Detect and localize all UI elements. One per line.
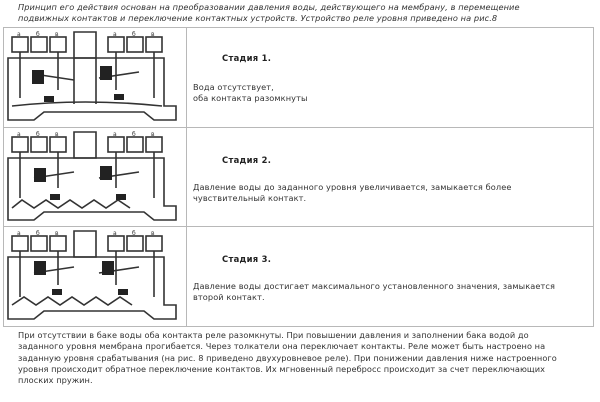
stage-row-1: а б в а б в Стадия 1. Вода отсутствует, … [4, 28, 593, 128]
footer-line-5: плоских пружин. [18, 375, 93, 386]
terminal-label: б [132, 230, 136, 237]
terminal-label: б [36, 31, 40, 38]
footer-paragraph: При отсутствии в баке воды оба контакта … [18, 330, 590, 386]
intro-line-1: Принцип его действия основан на преобраз… [18, 2, 520, 12]
terminal-label: б [36, 131, 40, 138]
relay-diagram-stage-2: а б в а б в [4, 128, 187, 226]
terminal-label: в [151, 31, 155, 38]
relay-diagram-icon: а б в а б в [7, 230, 177, 320]
terminal-label: а [113, 131, 117, 138]
stage-title: Стадия 1. [222, 53, 272, 63]
terminal-label: б [36, 230, 40, 237]
terminal-label: а [113, 31, 117, 38]
stage-description-line-1: Вода отсутствует, [193, 82, 274, 92]
terminal-label: в [151, 131, 155, 138]
footer-line-3: заданную уровня срабатывания (на рис. 8 … [18, 352, 557, 363]
stage-title: Стадия 2. [222, 155, 272, 165]
stage-description-line-2: оба контакта разомкнуты [193, 93, 308, 103]
terminal-label: б [132, 31, 136, 38]
relay-diagram-icon: а б в а б в [7, 131, 177, 221]
stages-table: а б в а б в Стадия 1. Вода отсутствует, … [3, 27, 594, 327]
intro-paragraph: Принцип его действия основан на преобраз… [18, 2, 586, 24]
stage-row-3: а б в а б в Стадия 3. Давление воды дост… [4, 227, 593, 326]
terminal-label: в [55, 230, 59, 237]
relay-diagram-icon: а б в а б в [7, 31, 177, 121]
stage-title: Стадия 3. [222, 254, 272, 264]
terminal-label: а [17, 31, 21, 38]
footer-line-4: уровня происходит обратное переключение … [18, 363, 545, 374]
terminal-label: в [55, 31, 59, 38]
intro-line-2: подвижных контактов и переключение конта… [18, 13, 498, 23]
stage-description-line-2: второй контакт. [193, 292, 265, 302]
stage-description-line-1: Давление воды достигает максимального ус… [193, 281, 555, 291]
stage-description-line-2: чувствительный контакт. [193, 193, 307, 203]
stage-description-line-1: Давление воды до заданного уровня увелич… [193, 182, 512, 192]
relay-diagram-stage-3: а б в а б в [4, 227, 187, 326]
stage-row-2: а б в а б в Стадия 2. Давление воды до з… [4, 128, 593, 227]
terminal-label: а [17, 131, 21, 138]
footer-line-1: При отсутствии в баке воды оба контакта … [18, 330, 529, 340]
relay-diagram-stage-1: а б в а б в [4, 28, 187, 127]
terminal-label: в [55, 131, 59, 138]
terminal-label: а [113, 230, 117, 237]
footer-line-2: заданного уровня мембрана прогибается. Ч… [18, 341, 546, 352]
terminal-label: б [132, 131, 136, 138]
terminal-label: а [17, 230, 21, 237]
terminal-label: в [151, 230, 155, 237]
